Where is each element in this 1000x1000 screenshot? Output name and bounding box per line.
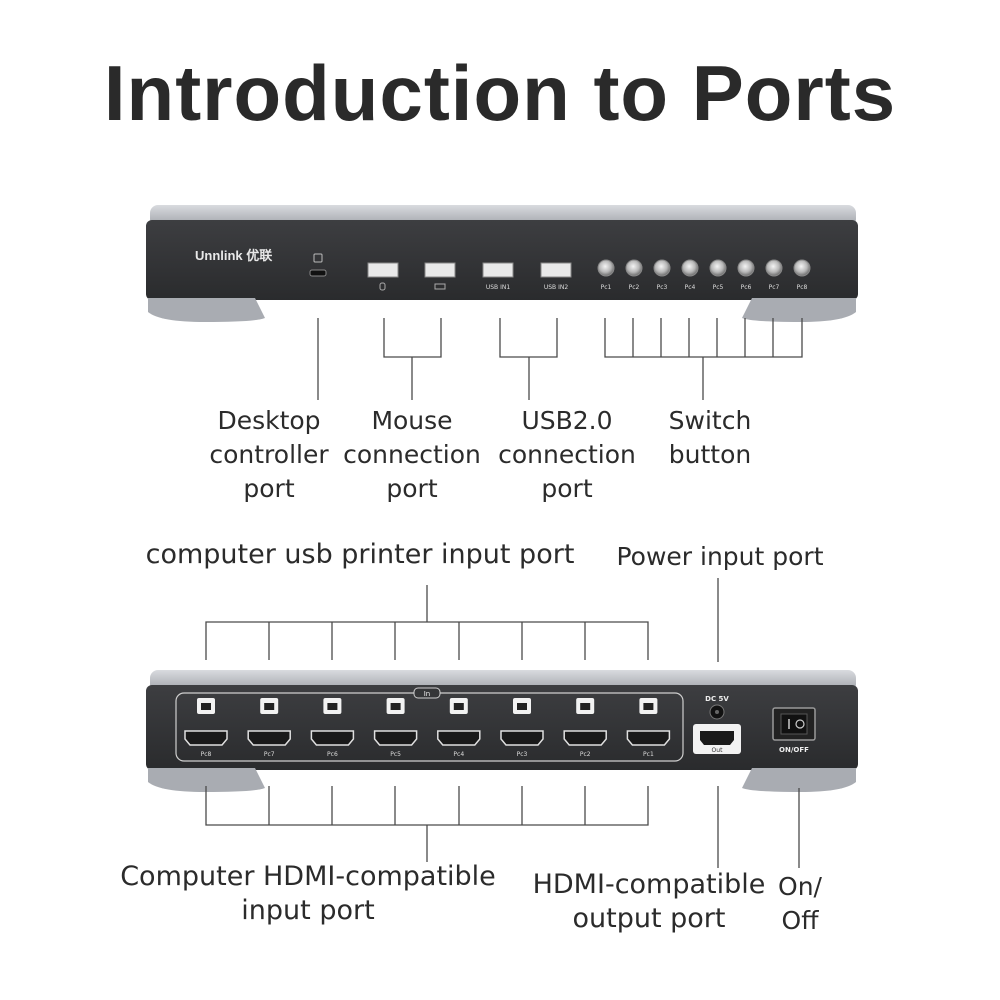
- callout-mouse-connection: Mouse connection port: [343, 406, 481, 503]
- hdmi-input-port[interactable]: [626, 730, 671, 746]
- desktop-controller-icon: [313, 253, 323, 263]
- hdmi-port-label: Pc2: [580, 751, 591, 758]
- switch-button-label: Pc8: [797, 284, 808, 291]
- front-foot-left: [148, 298, 265, 322]
- switch-button-label: Pc2: [629, 284, 640, 291]
- switch-button-label: Pc7: [769, 284, 780, 291]
- front-usb-ports: USB IN1 USB IN2: [367, 262, 572, 291]
- switch-button-5[interactable]: [709, 259, 727, 277]
- dc-label: DC 5V: [705, 695, 729, 703]
- callout-hdmi-input: Computer HDMI-compatible input port: [120, 861, 496, 926]
- switch-button-label: Pc6: [741, 284, 752, 291]
- hdmi-port-label: Pc6: [327, 751, 338, 758]
- switch-button-4[interactable]: [681, 259, 699, 277]
- usb-port-keyboard: [424, 262, 456, 278]
- switch-button-2[interactable]: [625, 259, 643, 277]
- hdmi-out-port: [700, 731, 734, 745]
- hdmi-port-label: Pc7: [264, 751, 275, 758]
- callout-desktop-controller: Desktop controller port: [209, 406, 329, 503]
- hdmi-input-port[interactable]: [563, 730, 607, 746]
- onoff-label: ON/OFF: [779, 746, 809, 754]
- callout-usb-connection: USB2.0 connection port: [498, 406, 636, 503]
- hdmi-port-label: Pc1: [643, 751, 654, 758]
- rear-connector-lines: [205, 578, 800, 868]
- in-badge: [413, 687, 441, 699]
- keyboard-icon: [434, 283, 446, 290]
- page-title: Introduction to Ports: [103, 49, 897, 137]
- usb-label-in1: USB IN1: [486, 284, 510, 291]
- rear-body: [146, 685, 858, 770]
- switch-button-3[interactable]: [653, 259, 671, 277]
- switch-button-6[interactable]: [737, 259, 755, 277]
- usb-port-in1: [482, 262, 514, 278]
- usb-port-in2: [540, 262, 572, 278]
- callout-usb-printer: computer usb printer input port: [145, 539, 575, 570]
- callout-on-off: On/ Off: [778, 872, 822, 935]
- hdmi-port-label: Pc5: [390, 751, 401, 758]
- out-label: Out: [712, 747, 724, 754]
- hdmi-input-port[interactable]: [500, 730, 544, 746]
- rear-input-ports: Pc8 Pc7 Pc6 Pc5 Pc4 Pc3 Pc2 Pc1: [184, 698, 671, 758]
- rear-foot-left: [148, 768, 265, 792]
- desktop-controller-port: [309, 269, 327, 277]
- usb-port-mouse: [367, 262, 399, 278]
- switch-button-label: Pc5: [713, 284, 724, 291]
- callout-hdmi-output: HDMI-compatible output port: [532, 869, 766, 934]
- hdmi-input-port[interactable]: [184, 730, 228, 746]
- switch-button-label: Pc3: [657, 284, 668, 291]
- hdmi-port-label: Pc3: [517, 751, 528, 758]
- hdmi-input-port[interactable]: [437, 730, 481, 746]
- switch-button-8[interactable]: [793, 259, 811, 277]
- in-label: In: [424, 690, 431, 698]
- switch-button-7[interactable]: [765, 259, 783, 277]
- front-body: [146, 220, 858, 300]
- front-foot-right: [742, 298, 856, 322]
- callout-switch-button: Switch button: [668, 406, 752, 469]
- switch-button-label: Pc4: [685, 284, 696, 291]
- switch-buttons: Pc1 Pc2 Pc3 Pc4 Pc5 Pc6 Pc7 Pc8: [597, 259, 811, 291]
- hdmi-input-port[interactable]: [247, 730, 291, 746]
- hdmi-input-port[interactable]: [310, 730, 355, 746]
- rear-panel-device: In Pc8 Pc7 Pc6 Pc5 Pc4 Pc3 Pc2 Pc1 DC 5V Out ON…: [146, 670, 858, 792]
- hdmi-port-label: Pc4: [453, 751, 464, 758]
- switch-button-label: Pc1: [601, 284, 612, 291]
- hdmi-port-label: Pc8: [201, 751, 212, 758]
- rear-foot-right: [742, 768, 856, 792]
- brand-logo: Unnlink 优联: [195, 248, 272, 263]
- hdmi-input-port[interactable]: [373, 730, 418, 746]
- switch-button-1[interactable]: [597, 259, 615, 277]
- front-connector-lines: [317, 318, 803, 400]
- usb-label-in2: USB IN2: [544, 284, 568, 291]
- callout-power-input: Power input port: [616, 542, 824, 571]
- mouse-icon: [379, 282, 386, 291]
